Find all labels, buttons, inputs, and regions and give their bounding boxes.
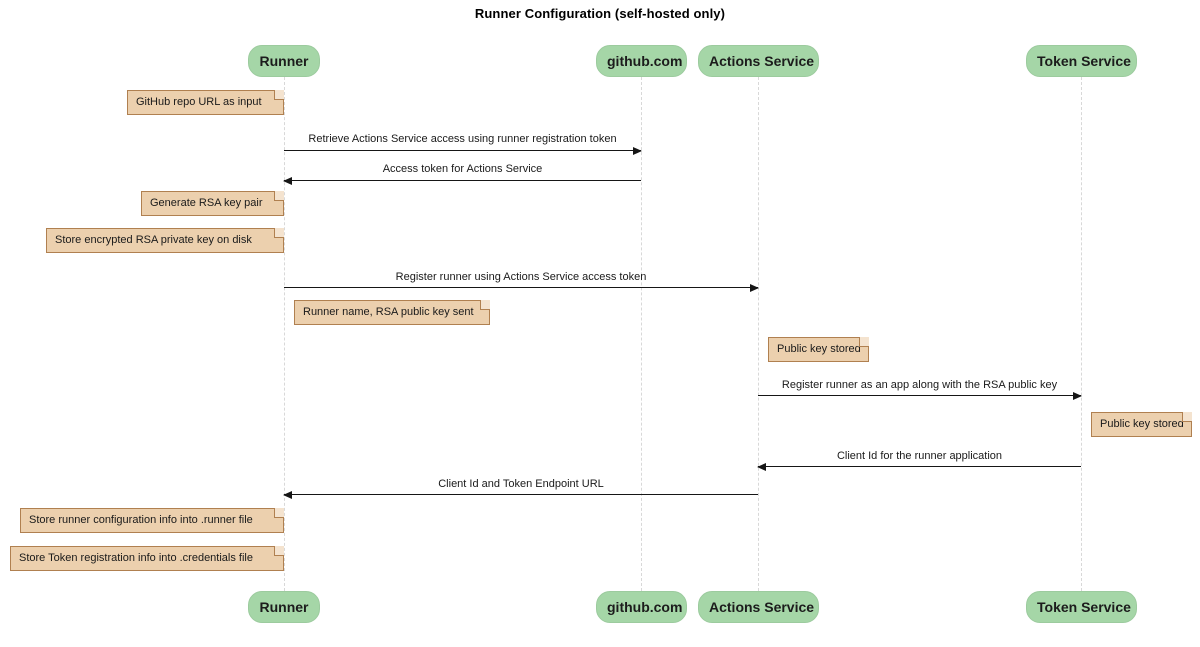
note-public-key-stored-1: Public key stored [768,337,869,362]
lifeline-token [1081,77,1082,591]
note-generate-rsa: Generate RSA key pair [141,191,284,216]
note-fold-icon [480,300,490,310]
arrowhead-icon [757,463,766,471]
note-fold-icon [274,90,284,100]
msg-register-runner-arrow [284,284,759,292]
note-store-token-reg: Store Token registration info into .cred… [10,546,284,571]
note-generate-rsa-text: Generate RSA key pair [150,197,263,209]
participant-bottom-runner[interactable]: Runner [248,591,320,623]
arrowhead-icon [283,177,292,185]
msg-register-runner-label: Register runner using Actions Service ac… [395,271,647,283]
diagram-title: Runner Configuration (self-hosted only) [474,6,726,21]
participant-top-runner[interactable]: Runner [248,45,320,77]
participant-bottom-token[interactable]: Token Service [1026,591,1137,623]
arrowhead-icon [283,491,292,499]
msg-client-id-token-endpoint-label: Client Id and Token Endpoint URL [438,478,604,490]
participant-top-github[interactable]: github.com [596,45,687,77]
note-store-runner-config: Store runner configuration info into .ru… [20,508,284,533]
msg-retrieve-actions-access-label: Retrieve Actions Service access using ru… [308,133,617,145]
note-store-token-reg-text: Store Token registration info into .cred… [19,552,253,564]
note-store-encrypted-rsa-text: Store encrypted RSA private key on disk [55,234,252,246]
note-fold-icon [859,337,869,347]
msg-register-app-arrow [758,392,1082,400]
arrowhead-icon [633,147,642,155]
msg-retrieve-actions-access-arrow [284,147,642,155]
participant-top-token[interactable]: Token Service [1026,45,1137,77]
note-fold-icon [274,191,284,201]
lifeline-github [641,77,642,591]
note-public-key-stored-2-text: Public key stored [1100,418,1184,430]
note-github-repo-url: GitHub repo URL as input [127,90,284,115]
note-fold-icon [1182,412,1192,422]
note-public-key-stored-2: Public key stored [1091,412,1192,437]
msg-register-app-label: Register runner as an app along with the… [781,379,1058,391]
msg-access-token-arrow [283,177,641,185]
note-runner-name-rsa-text: Runner name, RSA public key sent [303,306,474,318]
lifeline-runner [284,77,285,591]
lifeline-actions [758,77,759,591]
note-github-repo-url-text: GitHub repo URL as input [136,96,262,108]
note-fold-icon [274,546,284,556]
arrowhead-icon [750,284,759,292]
note-store-encrypted-rsa: Store encrypted RSA private key on disk [46,228,284,253]
note-store-runner-config-text: Store runner configuration info into .ru… [29,514,253,526]
msg-client-id-arrow [757,463,1081,471]
msg-access-token-label: Access token for Actions Service [382,163,543,175]
note-public-key-stored-1-text: Public key stored [777,343,861,355]
note-runner-name-rsa: Runner name, RSA public key sent [294,300,490,325]
note-fold-icon [274,508,284,518]
participant-top-actions[interactable]: Actions Service [698,45,819,77]
arrowhead-icon [1073,392,1082,400]
note-fold-icon [274,228,284,238]
participant-bottom-actions[interactable]: Actions Service [698,591,819,623]
msg-client-id-token-endpoint-arrow [283,491,758,499]
msg-client-id-label: Client Id for the runner application [836,450,1003,462]
participant-bottom-github[interactable]: github.com [596,591,687,623]
